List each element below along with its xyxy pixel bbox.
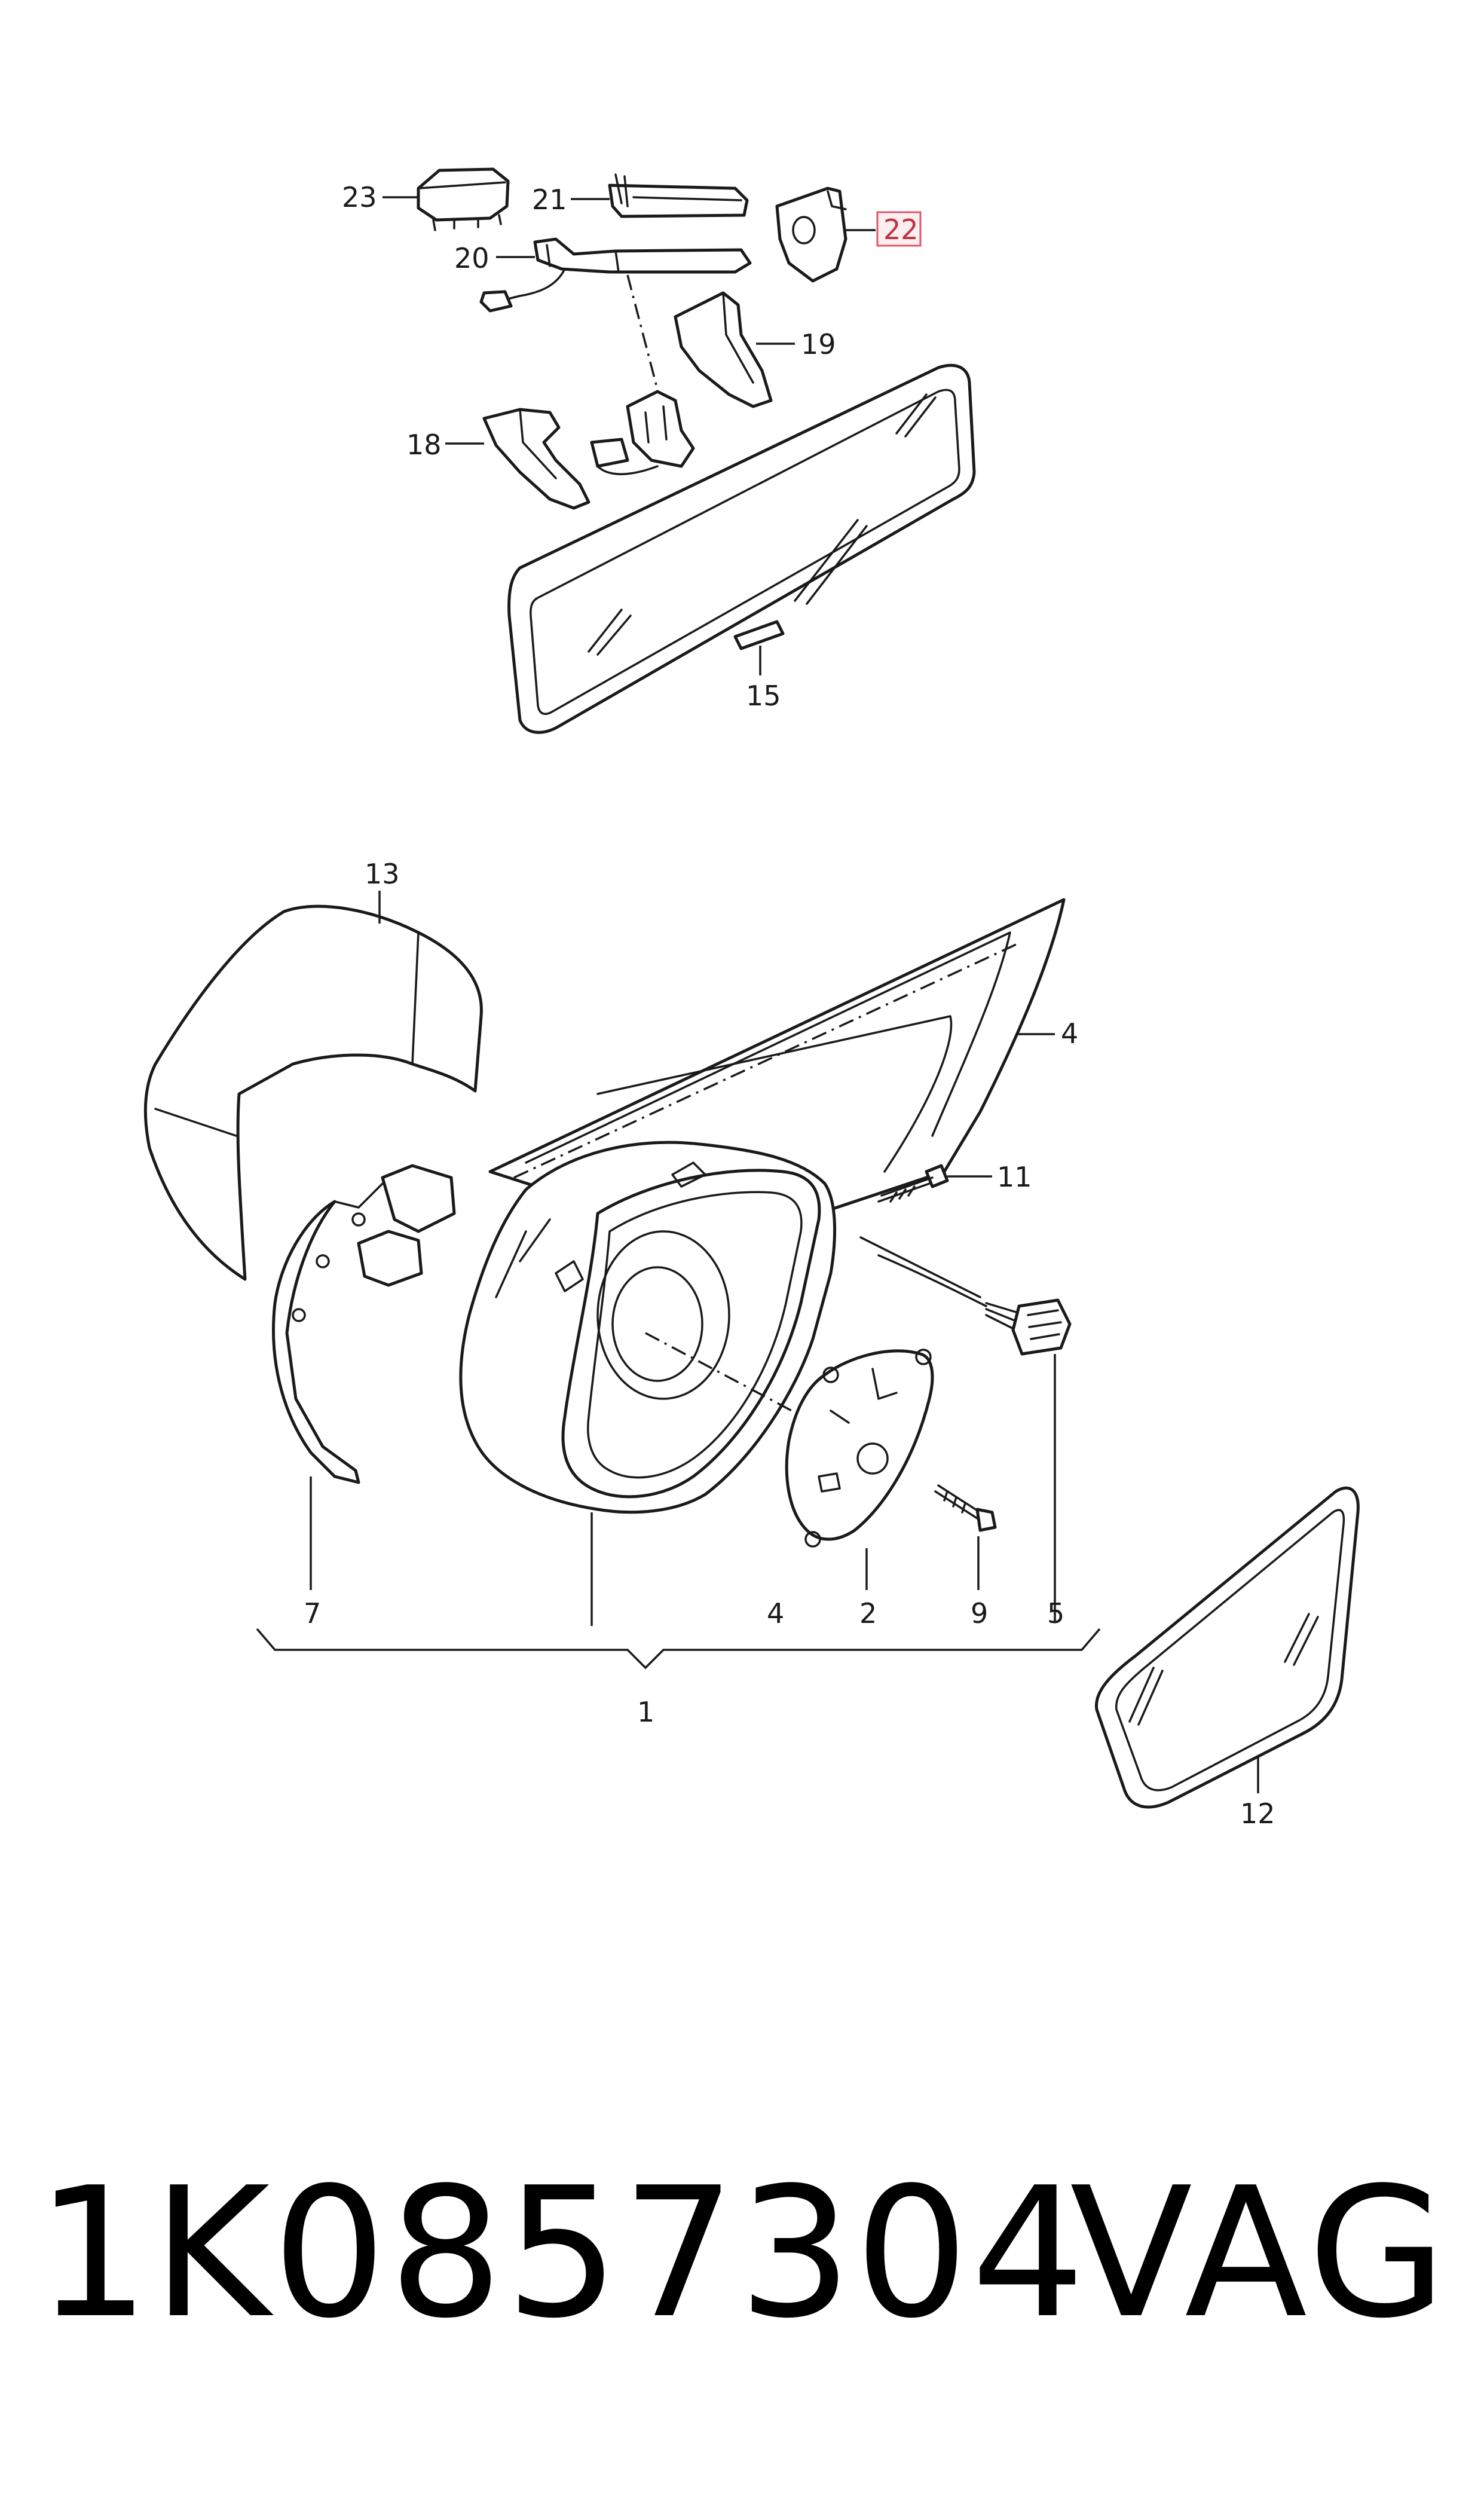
part-11-screw (877, 1164, 949, 1203)
mirror-mount (590, 390, 695, 475)
label-12: 12 (1240, 1797, 1275, 1830)
footer: 1K0857304 VAG (0, 2146, 1484, 2397)
part-number-text: 1K0857304 (36, 2149, 1088, 2358)
label-23: 23 (342, 181, 377, 213)
label-19: 19 (801, 328, 836, 360)
label-13: 13 (365, 858, 400, 890)
label-7: 7 (304, 1597, 321, 1630)
part-18-cover (482, 408, 590, 510)
part-7-signal-bracket (272, 1164, 456, 1484)
label-9: 9 (971, 1597, 988, 1630)
part-2-adjust-motor (785, 1349, 934, 1548)
label-1: 1 (637, 1696, 654, 1728)
part-5-harness (859, 1236, 1072, 1356)
part-23-sensor (417, 167, 510, 231)
exploded-parts-diagram: 23 21 22 20 19 (143, 167, 1360, 1830)
label-22-highlight (876, 211, 922, 247)
label-22: 22 (883, 213, 919, 246)
part-13-mirror-cap (143, 904, 483, 1281)
part-1-mirror-housing (459, 1141, 837, 1514)
part-21-cover (608, 173, 749, 218)
part-15-interior-mirror (507, 363, 976, 734)
part-19-cover (674, 291, 773, 408)
label-11: 11 (997, 1161, 1032, 1193)
label-18: 18 (406, 429, 442, 461)
label-15: 15 (746, 680, 781, 712)
label-21: 21 (532, 184, 567, 216)
brand-text: VAG (1070, 2149, 1451, 2358)
label-4-bottom: 4 (767, 1597, 784, 1630)
part-22-bracket (775, 187, 847, 283)
part-9-screw (934, 1484, 997, 1532)
part-20-cable-holder (479, 237, 752, 313)
part-12-mirror-glass (1094, 1486, 1360, 1809)
label-2: 2 (859, 1597, 877, 1630)
label-20: 20 (454, 242, 489, 274)
label-5: 5 (1047, 1597, 1064, 1630)
label-4-top: 4 (1061, 1017, 1078, 1050)
